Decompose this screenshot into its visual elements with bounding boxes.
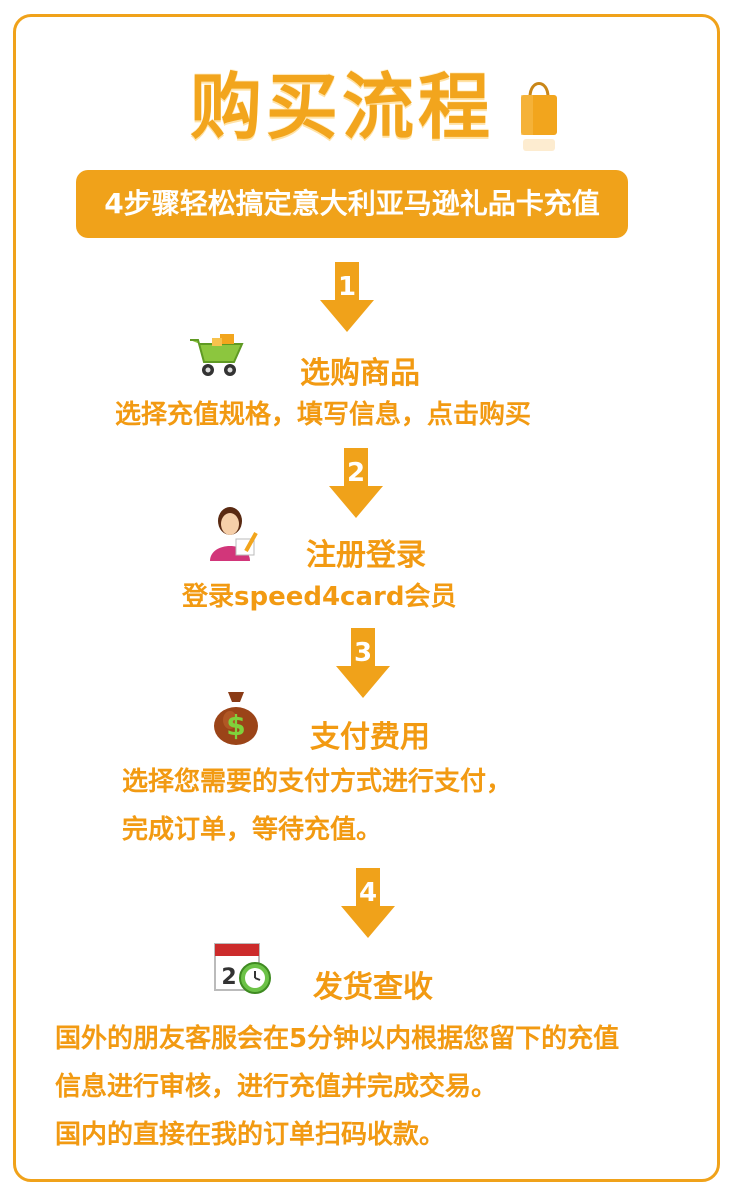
step-1-title: 选购商品 <box>300 356 420 391</box>
step-4-number: 4 <box>358 878 378 908</box>
step-1-line-1: 选择充值规格，填写信息，点击购买 <box>115 400 532 430</box>
step-4-title: 发货查收 <box>313 970 433 1005</box>
arrow-down-icon <box>336 628 390 698</box>
shopping-cart-icon <box>190 334 244 376</box>
step-2-arrow: 2 <box>329 448 383 520</box>
step-3-line-2: 完成订单，等待充值。 <box>122 815 383 845</box>
step-4-line-2: 信息进行审核，进行充值并完成交易。 <box>55 1072 498 1102</box>
page-title: 购买流程 <box>190 65 495 149</box>
calendar-clock-icon: 2 <box>214 943 271 994</box>
step-2-number: 2 <box>346 458 366 488</box>
arrow-down-icon <box>341 868 395 938</box>
step-2-line-1: 登录speed4card会员 <box>182 582 457 612</box>
step-3-arrow: 3 <box>336 628 390 700</box>
svg-text:2: 2 <box>221 965 236 990</box>
arrow-down-icon <box>329 448 383 518</box>
svg-text:$: $ <box>226 709 245 742</box>
money-bag-icon: $ <box>214 692 258 745</box>
shopping-bag-icon <box>521 82 557 151</box>
step-1-arrow: 1 <box>320 262 374 334</box>
step-3-number: 3 <box>353 638 373 668</box>
banner: 4步骤轻松搞定意大利亚马逊礼品卡充值 <box>76 170 628 238</box>
step-4-line-3: 国内的直接在我的订单扫码收款。 <box>55 1120 446 1150</box>
user-register-icon <box>210 507 258 561</box>
arrow-down-icon <box>320 262 374 332</box>
step-3-title: 支付费用 <box>310 720 430 755</box>
step-4-arrow: 4 <box>341 868 395 940</box>
step-3-line-1: 选择您需要的支付方式进行支付， <box>122 767 513 797</box>
step-1-number: 1 <box>337 272 357 302</box>
step-4-line-1: 国外的朋友客服会在5分钟以内根据您留下的充值 <box>55 1024 620 1054</box>
step-2-title: 注册登录 <box>306 538 426 573</box>
